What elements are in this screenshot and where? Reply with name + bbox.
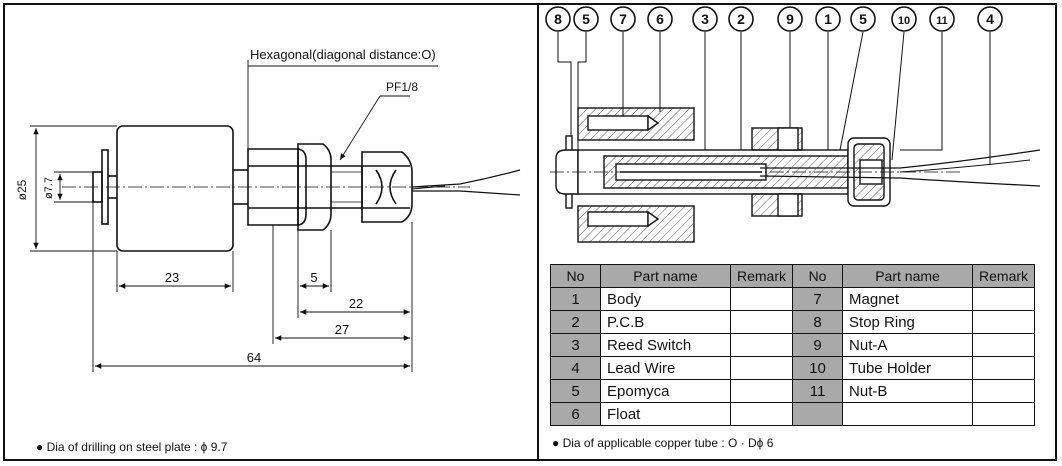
table-row: 6 Float (550, 402, 1036, 426)
part-number: 5 (550, 379, 601, 403)
float-body-outline (116, 125, 234, 252)
balloon-label: 1 (824, 11, 832, 27)
drawing-frame (3, 3, 1057, 461)
part-name: Nut-A (842, 333, 974, 357)
drilling-note: ● Dia of drilling on steel plate : ϕ 9.7 (36, 440, 228, 454)
part-remark (972, 333, 1036, 357)
magnet-section (587, 115, 649, 131)
part-remark (729, 379, 794, 403)
dim-dia-inner: ø7.7 (43, 177, 55, 199)
dim-22: 22 (349, 296, 363, 311)
part-remark (972, 310, 1036, 334)
lead-wire (411, 169, 521, 188)
part-balloon: 7 (610, 6, 636, 32)
balloon-label: 9 (786, 11, 794, 27)
part-number: 6 (550, 402, 601, 426)
part-name: Magnet (842, 287, 974, 311)
part-number: 11 (792, 379, 844, 403)
part-balloon: 10 (891, 6, 917, 32)
part-name: Nut-B (842, 379, 974, 403)
balloon-label: 8 (554, 11, 562, 27)
part-name: Lead Wire (600, 356, 731, 380)
dim-27: 27 (335, 322, 349, 337)
part-number: 9 (792, 333, 844, 357)
part-balloon: 9 (777, 6, 803, 32)
part-balloons: 8 5 7 6 3 2 9 1 5 10 11 4 (545, 6, 1003, 32)
parts-table: No Part name Remark No Part name Remark … (550, 264, 1036, 426)
part-name: P.C.B (600, 310, 731, 334)
column-header: Part name (600, 264, 731, 288)
part-name: Stop Ring (842, 310, 974, 334)
balloon-label: 5 (859, 11, 867, 27)
lead-wire (760, 149, 1041, 169)
balloon-label: 10 (898, 15, 910, 27)
balloon-label: 11 (936, 15, 948, 27)
part-remark (729, 310, 794, 334)
part-balloon: 6 (647, 6, 673, 32)
dim-5: 5 (310, 270, 317, 285)
column-header: Remark (729, 264, 794, 288)
table-row: 5 Epomyca 11 Nut-B (550, 379, 1036, 403)
part-number (792, 402, 844, 426)
panel-divider (537, 4, 539, 460)
balloon-label: 7 (619, 11, 627, 27)
part-number: 2 (550, 310, 601, 334)
table-row: 1 Body 7 Magnet (550, 287, 1036, 311)
part-remark (729, 356, 794, 380)
column-header: Remark (972, 264, 1036, 288)
cross-section-drawing: 8 5 7 6 3 2 9 1 5 10 11 4 (545, 6, 1041, 243)
table-row: 4 Lead Wire 10 Tube Holder (550, 356, 1036, 380)
part-name: Tube Holder (842, 356, 974, 380)
part-name: Reed Switch (600, 333, 731, 357)
part-remark (729, 287, 794, 311)
nut-b-outline (361, 151, 413, 223)
copper-tube-note: ● Dia of applicable copper tube : O · Dϕ… (552, 436, 774, 450)
part-name: Epomyca (600, 379, 731, 403)
part-balloon: 8 (545, 6, 571, 32)
part-number: 3 (550, 333, 601, 357)
part-remark (972, 379, 1036, 403)
part-number: 8 (792, 310, 844, 334)
balloon-label: 2 (737, 11, 745, 27)
part-name (842, 402, 974, 426)
balloon-label: 3 (701, 11, 709, 27)
part-name: Float (600, 402, 731, 426)
part-balloon: 3 (692, 6, 718, 32)
part-name: Body (600, 287, 731, 311)
balloon-label: 5 (582, 11, 590, 27)
table-row: 2 P.C.B 8 Stop Ring (550, 310, 1036, 334)
lead-wire (412, 190, 521, 196)
column-header: Part name (842, 264, 974, 288)
part-balloon: 5 (573, 6, 599, 32)
part-balloon: 1 (815, 6, 841, 32)
part-remark (972, 287, 1036, 311)
table-row: 3 Reed Switch 9 Nut-A (550, 333, 1036, 357)
dimension-drawing: Hexagonal(diagonal distance:O) PF1/8 ø25… (15, 47, 521, 372)
column-header: No (550, 264, 601, 288)
dim-64: 64 (247, 350, 261, 365)
part-remark (729, 333, 794, 357)
hex-nut-outline (297, 143, 332, 231)
part-balloon: 5 (850, 6, 876, 32)
part-number: 7 (792, 287, 844, 311)
balloon-label: 6 (656, 11, 664, 27)
part-remark (972, 402, 1036, 426)
table-header-row: No Part name Remark No Part name Remark (550, 264, 1036, 288)
part-balloon: 2 (728, 6, 754, 32)
part-remark (729, 402, 794, 426)
part-number: 4 (550, 356, 601, 380)
part-number: 10 (792, 356, 844, 380)
magnet-section (587, 211, 649, 227)
balloon-label: 4 (986, 11, 994, 27)
part-remark (972, 356, 1036, 380)
part-balloon: 11 (929, 6, 955, 32)
hexagonal-label: Hexagonal(diagonal distance:O) (250, 47, 436, 62)
dim-dia-body: ø25 (15, 179, 29, 200)
part-number: 1 (550, 287, 601, 311)
column-header: No (792, 264, 844, 288)
dim-23: 23 (165, 270, 179, 285)
part-balloon: 4 (977, 6, 1003, 32)
lead-wire (759, 175, 1041, 187)
thread-label: PF1/8 (386, 80, 418, 94)
